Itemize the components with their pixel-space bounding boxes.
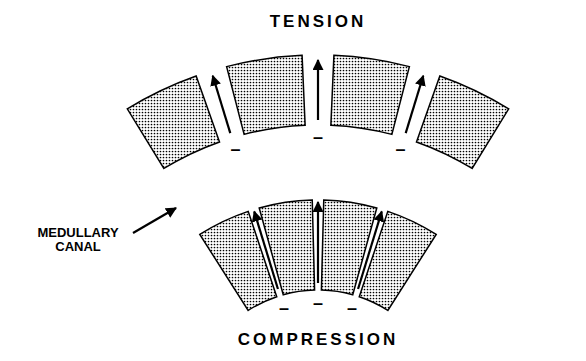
force-arrow — [213, 76, 231, 133]
minus-sign: – — [347, 299, 357, 319]
leader-arrow — [133, 208, 176, 233]
tension-label: TENSION — [270, 13, 367, 32]
bone-segment — [359, 211, 436, 310]
force-arrow — [317, 202, 319, 283]
force-arrow — [254, 212, 278, 289]
bone-segment — [331, 55, 410, 134]
bone-segment — [259, 200, 314, 295]
minus-sign: – — [313, 128, 323, 148]
canal-label: MEDULLARY CANAL — [30, 226, 126, 255]
minus-sign: – — [313, 294, 323, 314]
bone-segment — [416, 76, 508, 169]
compression-label: COMPRESSION — [238, 331, 399, 350]
minus-sign: – — [279, 299, 289, 319]
minus-sign: – — [231, 140, 241, 160]
force-arrow — [317, 60, 319, 120]
force-arrow — [406, 76, 424, 133]
bone-segment — [227, 55, 306, 134]
bone-segment — [127, 76, 219, 169]
minus-sign: – — [395, 140, 405, 160]
force-arrow — [358, 212, 382, 289]
